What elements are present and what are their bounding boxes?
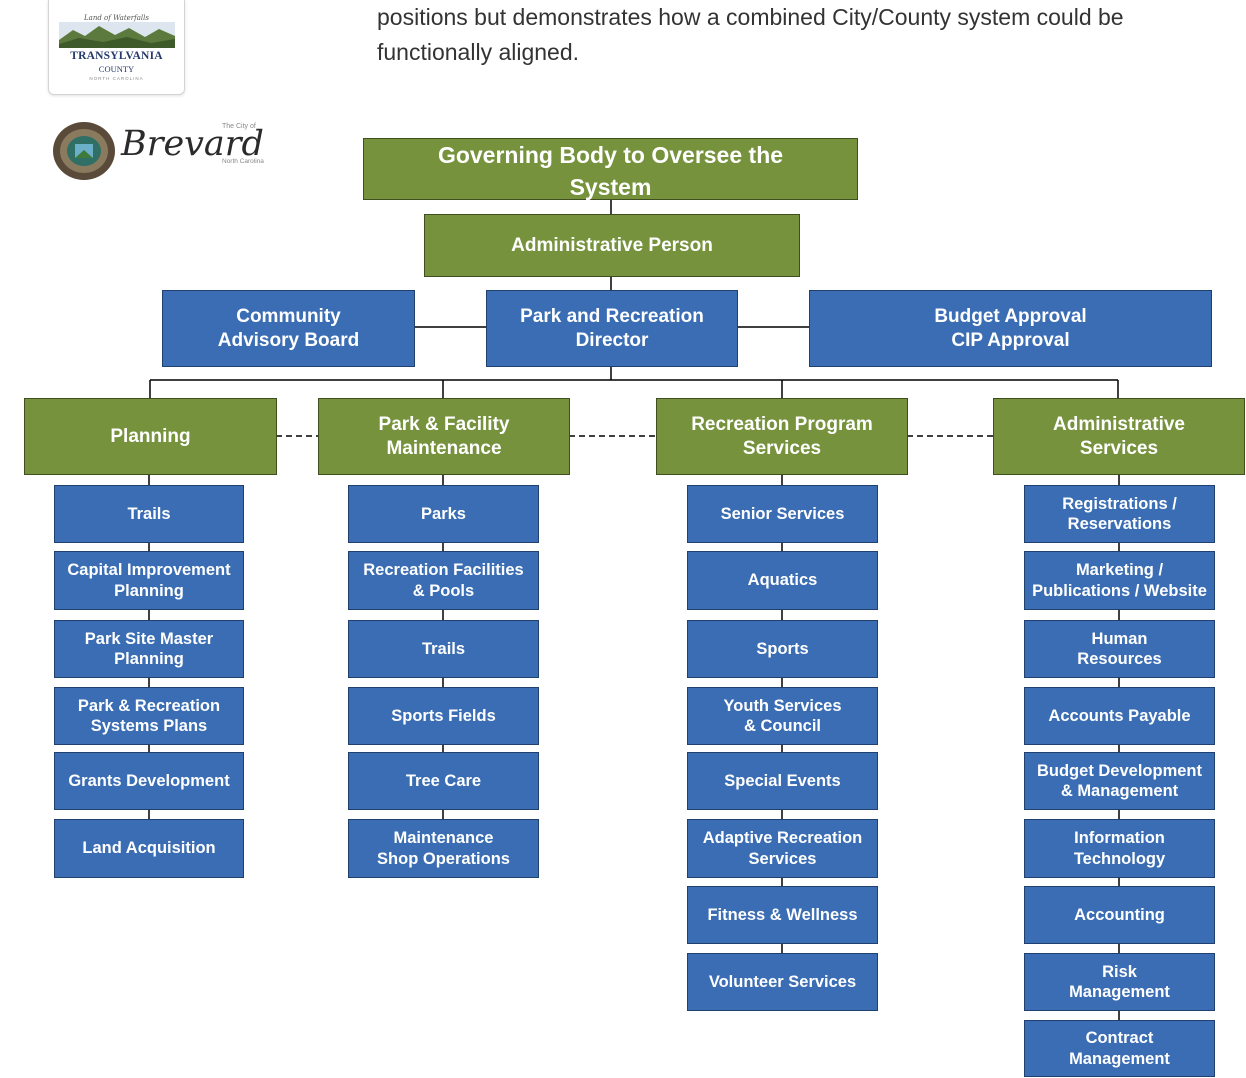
- admin-services-item: Risk Management: [1024, 953, 1215, 1011]
- division-administrative-services: Administrative Services: [993, 398, 1245, 475]
- budget-approval-box: Budget Approval CIP Approval: [809, 290, 1212, 367]
- admin-services-item: Human Resources: [1024, 620, 1215, 678]
- city-of-brevard-logo: The City of Brevard North Carolina: [45, 118, 285, 186]
- logo-small-text: The City of: [222, 123, 256, 130]
- admin-services-item: Accounts Payable: [1024, 687, 1215, 745]
- planning-item: Grants Development: [54, 752, 244, 810]
- recreation-item: Fitness & Wellness: [687, 886, 878, 944]
- logo-county-word: COUNTY: [98, 64, 135, 74]
- director-box: Park and Recreation Director: [486, 290, 738, 367]
- recreation-item: Sports: [687, 620, 878, 678]
- recreation-item: Adaptive Recreation Services: [687, 819, 878, 878]
- planning-item: Park & Recreation Systems Plans: [54, 687, 244, 745]
- transylvania-county-logo: Land of Waterfalls TRANSYLVANIA COUNTY N…: [48, 0, 185, 95]
- logo-state: NORTH CAROLINA: [89, 76, 144, 81]
- admin-services-item: Registrations / Reservations: [1024, 485, 1215, 543]
- intro-paragraph: positions but demonstrates how a combine…: [377, 0, 1217, 70]
- maintenance-item: Trails: [348, 620, 539, 678]
- mountain-landscape-icon: [59, 22, 175, 48]
- admin-services-item: Contract Management: [1024, 1020, 1215, 1077]
- governing-body-box: Governing Body to Oversee the System: [363, 138, 858, 200]
- maintenance-item: Parks: [348, 485, 539, 543]
- division-planning: Planning: [24, 398, 277, 475]
- intro-line: functionally aligned.: [377, 39, 580, 65]
- community-advisory-board-box: Community Advisory Board: [162, 290, 415, 367]
- planning-item: Trails: [54, 485, 244, 543]
- maintenance-item: Tree Care: [348, 752, 539, 810]
- planning-item: Park Site Master Planning: [54, 620, 244, 678]
- recreation-item: Senior Services: [687, 485, 878, 543]
- division-park-facility-maintenance: Park & Facility Maintenance: [318, 398, 570, 475]
- admin-services-item: Budget Development & Management: [1024, 752, 1215, 810]
- recreation-item: Youth Services & Council: [687, 687, 878, 745]
- city-seal-icon: [53, 122, 115, 180]
- administrative-person-box: Administrative Person: [424, 214, 800, 277]
- recreation-item: Volunteer Services: [687, 953, 878, 1011]
- admin-services-item: Information Technology: [1024, 819, 1215, 878]
- logo-tagline: Land of Waterfalls: [84, 14, 149, 22]
- planning-item: Capital Improvement Planning: [54, 551, 244, 610]
- admin-services-item: Accounting: [1024, 886, 1215, 944]
- maintenance-item: Recreation Facilities & Pools: [348, 551, 539, 610]
- logo-county-name: TRANSYLVANIA: [70, 50, 163, 62]
- recreation-item: Special Events: [687, 752, 878, 810]
- division-recreation-program-services: Recreation Program Services: [656, 398, 908, 475]
- logo-state: North Carolina: [222, 158, 264, 165]
- maintenance-item: Maintenance Shop Operations: [348, 819, 539, 878]
- admin-services-item: Marketing / Publications / Website: [1024, 551, 1215, 610]
- logo-city-name: Brevard: [121, 124, 264, 164]
- intro-line: positions but demonstrates how a combine…: [377, 4, 1124, 30]
- maintenance-item: Sports Fields: [348, 687, 539, 745]
- recreation-item: Aquatics: [687, 551, 878, 610]
- planning-item: Land Acquisition: [54, 819, 244, 878]
